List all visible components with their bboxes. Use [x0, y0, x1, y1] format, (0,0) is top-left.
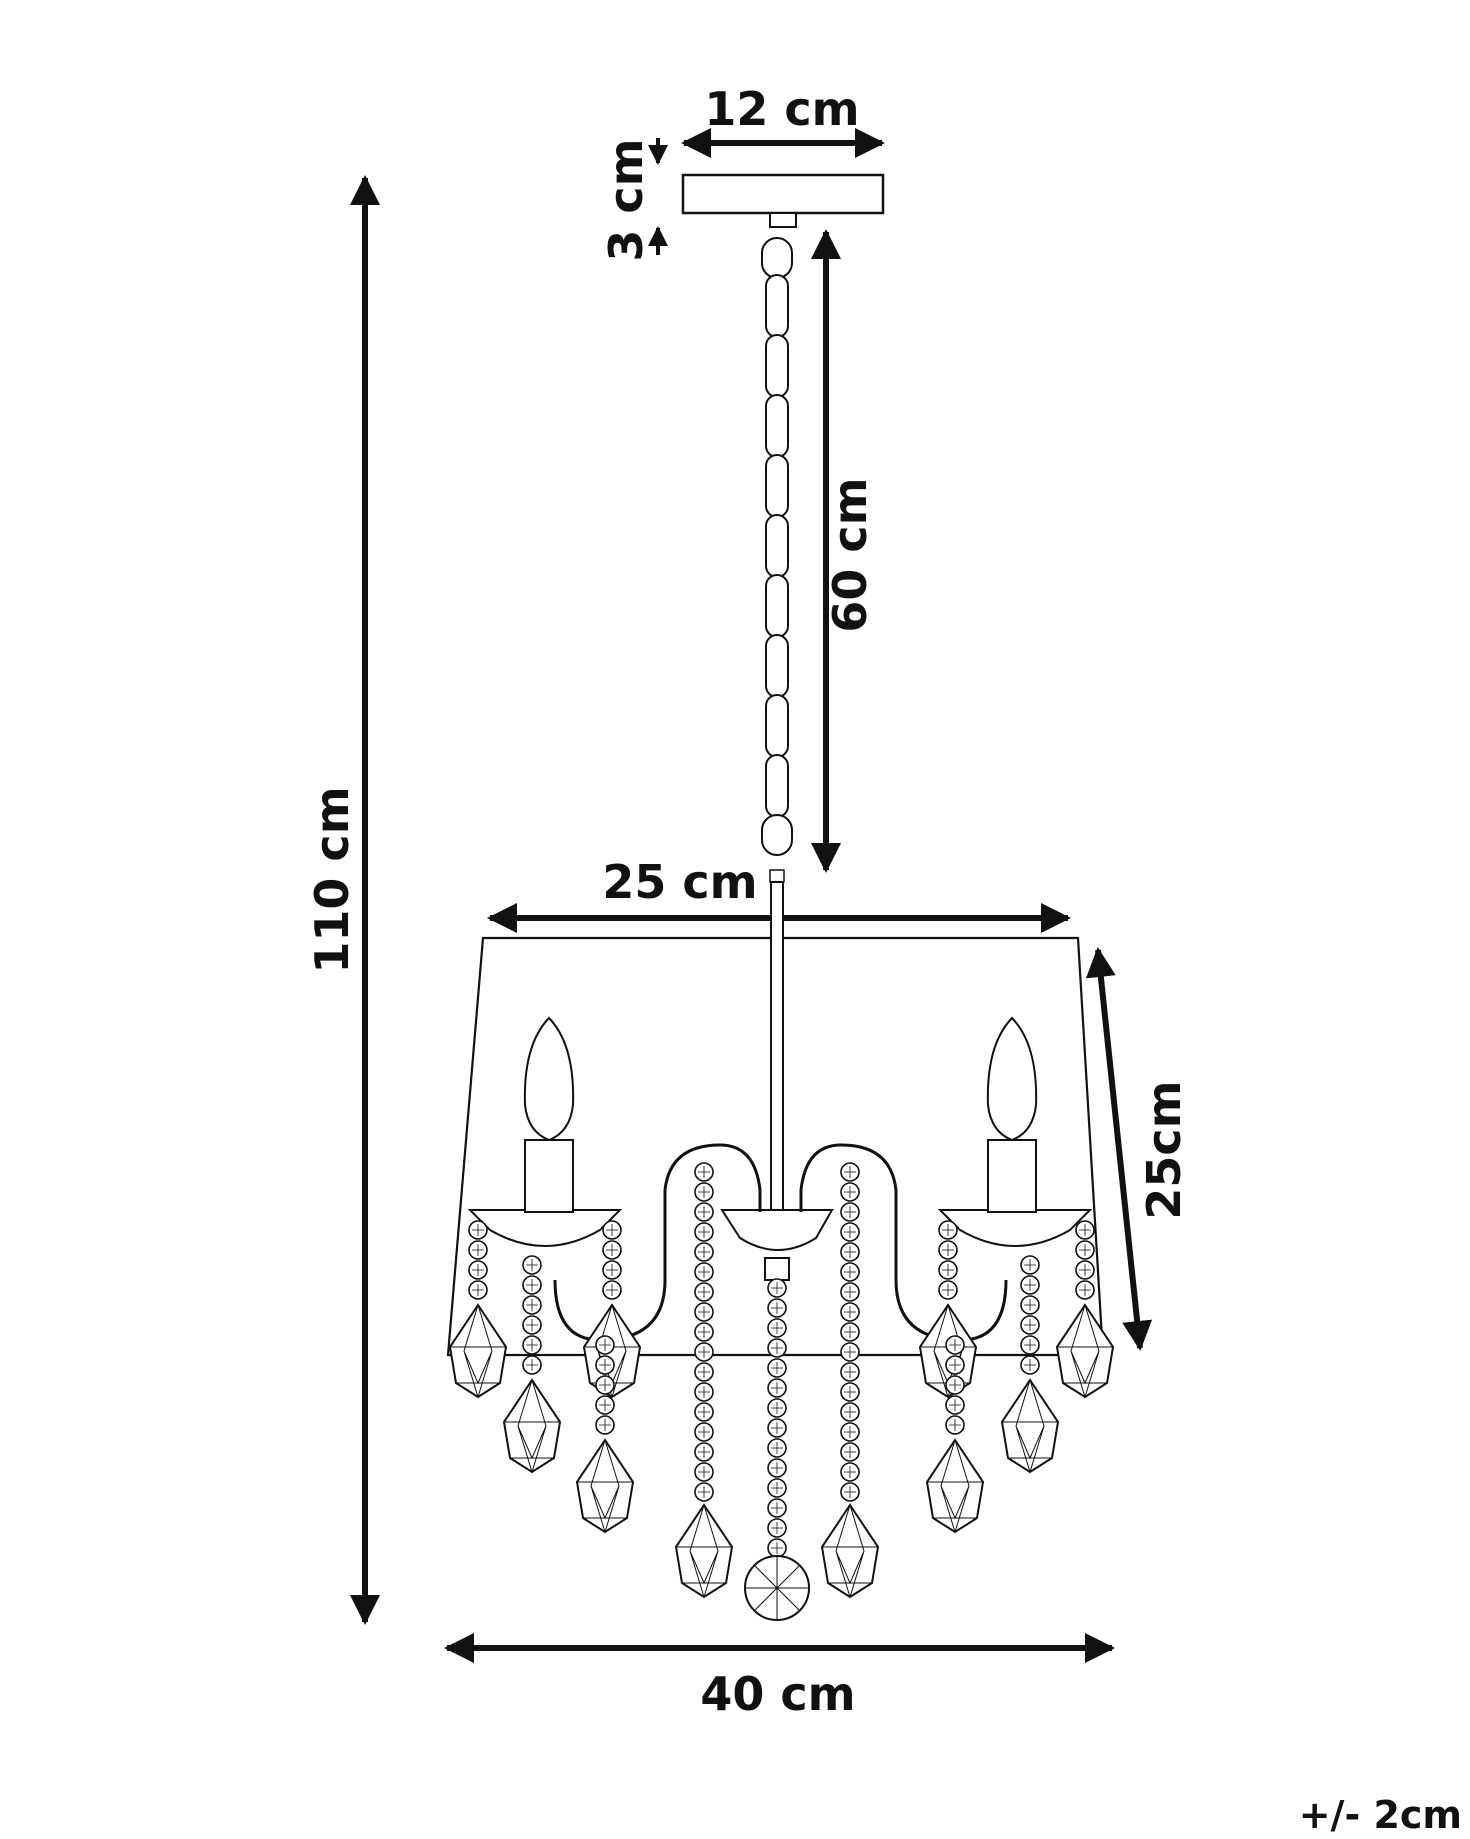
total-width-label: 40 cm — [700, 1667, 855, 1721]
tolerance-note: +/- 2cm — [1299, 1793, 1462, 1837]
canopy-width-label: 12 cm — [704, 82, 859, 136]
shade-top-width-label: 25 cm — [602, 855, 757, 909]
shade-height-arrow — [1085, 947, 1153, 1351]
strand-1 — [449, 1220, 507, 1398]
strand-5 — [675, 1162, 733, 1598]
shade-height-label: 25cm — [1137, 1080, 1191, 1219]
strand-7 — [821, 1162, 879, 1598]
crystal-strands — [449, 1162, 1114, 1621]
strand-11 — [1056, 1220, 1114, 1398]
chain — [761, 237, 793, 883]
crystal-ball — [744, 1555, 810, 1621]
strand-2 — [503, 1255, 561, 1473]
chain-length-label: 60 cm — [823, 477, 877, 632]
canopy — [681, 173, 885, 228]
total-height-label: 110 cm — [305, 786, 359, 973]
strand-6 — [767, 1278, 787, 1558]
canopy-height-label: 3 cm — [599, 138, 653, 261]
strand-10 — [1001, 1255, 1059, 1473]
chandelier-frame — [467, 881, 1093, 1342]
